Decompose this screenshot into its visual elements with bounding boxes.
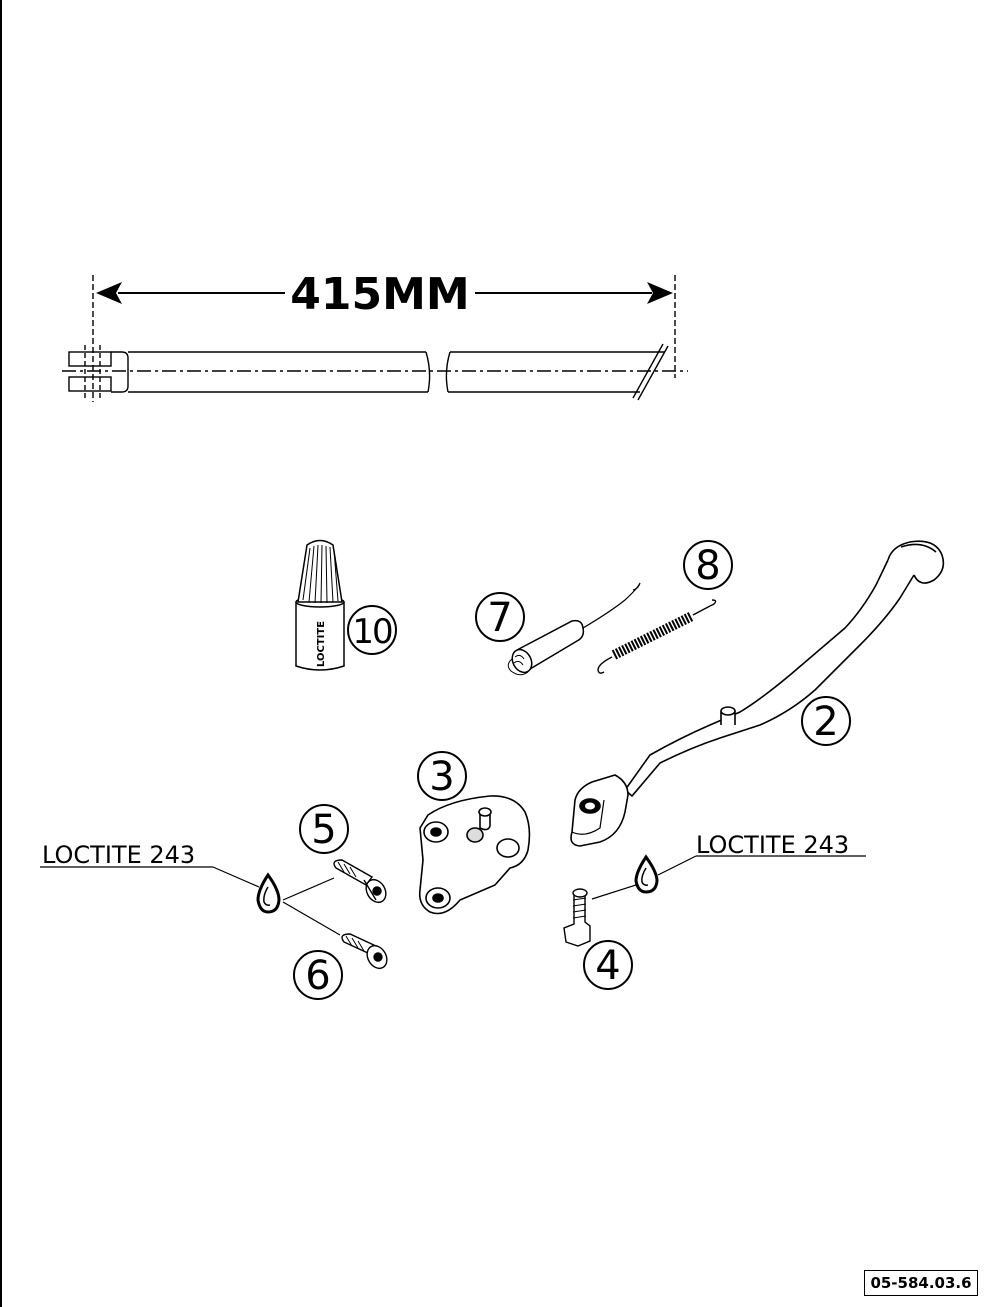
- drawing-reference-code: 05-584.03.6: [864, 1270, 978, 1296]
- spring: [597, 599, 717, 674]
- loctite-note-left: LOCTITE 243: [42, 841, 195, 869]
- callout-5-number: 5: [311, 807, 336, 853]
- callout-5: 5: [299, 804, 349, 854]
- callout-10: 10: [347, 605, 397, 655]
- dimension-arrow-left: [96, 282, 285, 304]
- callout-10-number: 10: [352, 612, 392, 652]
- callout-8-number: 8: [695, 543, 720, 589]
- callout-6-number: 6: [305, 953, 330, 999]
- callout-8: 8: [683, 540, 733, 590]
- bolt-5: [333, 859, 387, 904]
- page-border-line: [0, 0, 2, 1307]
- bolt-6: [341, 933, 388, 970]
- rod-clevis-end: [68, 345, 129, 398]
- callout-3: 3: [417, 751, 467, 801]
- rod-length-diagram: [62, 275, 688, 402]
- bottle-label: LOCTITE: [316, 621, 327, 667]
- callout-4-number: 4: [595, 943, 620, 989]
- rod-body: [62, 343, 688, 401]
- leader-lines: [40, 855, 866, 936]
- callout-7-number: 7: [487, 595, 512, 641]
- callout-2-number: 2: [813, 699, 838, 745]
- loctite-drop-right: [634, 854, 659, 894]
- dimension-label: 415MM: [290, 269, 469, 320]
- spring-sleeve: [507, 582, 641, 676]
- callout-7: 7: [475, 592, 525, 642]
- side-stand: [570, 540, 945, 847]
- loctite-drop-left: [256, 872, 281, 914]
- dimension-arrow-right: [475, 282, 673, 304]
- loctite-note-right: LOCTITE 243: [696, 831, 849, 859]
- mounting-bracket: [418, 795, 531, 915]
- stud-bolt-4: [563, 888, 591, 947]
- callout-6: 6: [293, 950, 343, 1000]
- loctite-bottle: [295, 539, 345, 671]
- callout-2: 2: [801, 696, 851, 746]
- callout-3-number: 3: [429, 754, 454, 800]
- callout-4: 4: [583, 940, 633, 990]
